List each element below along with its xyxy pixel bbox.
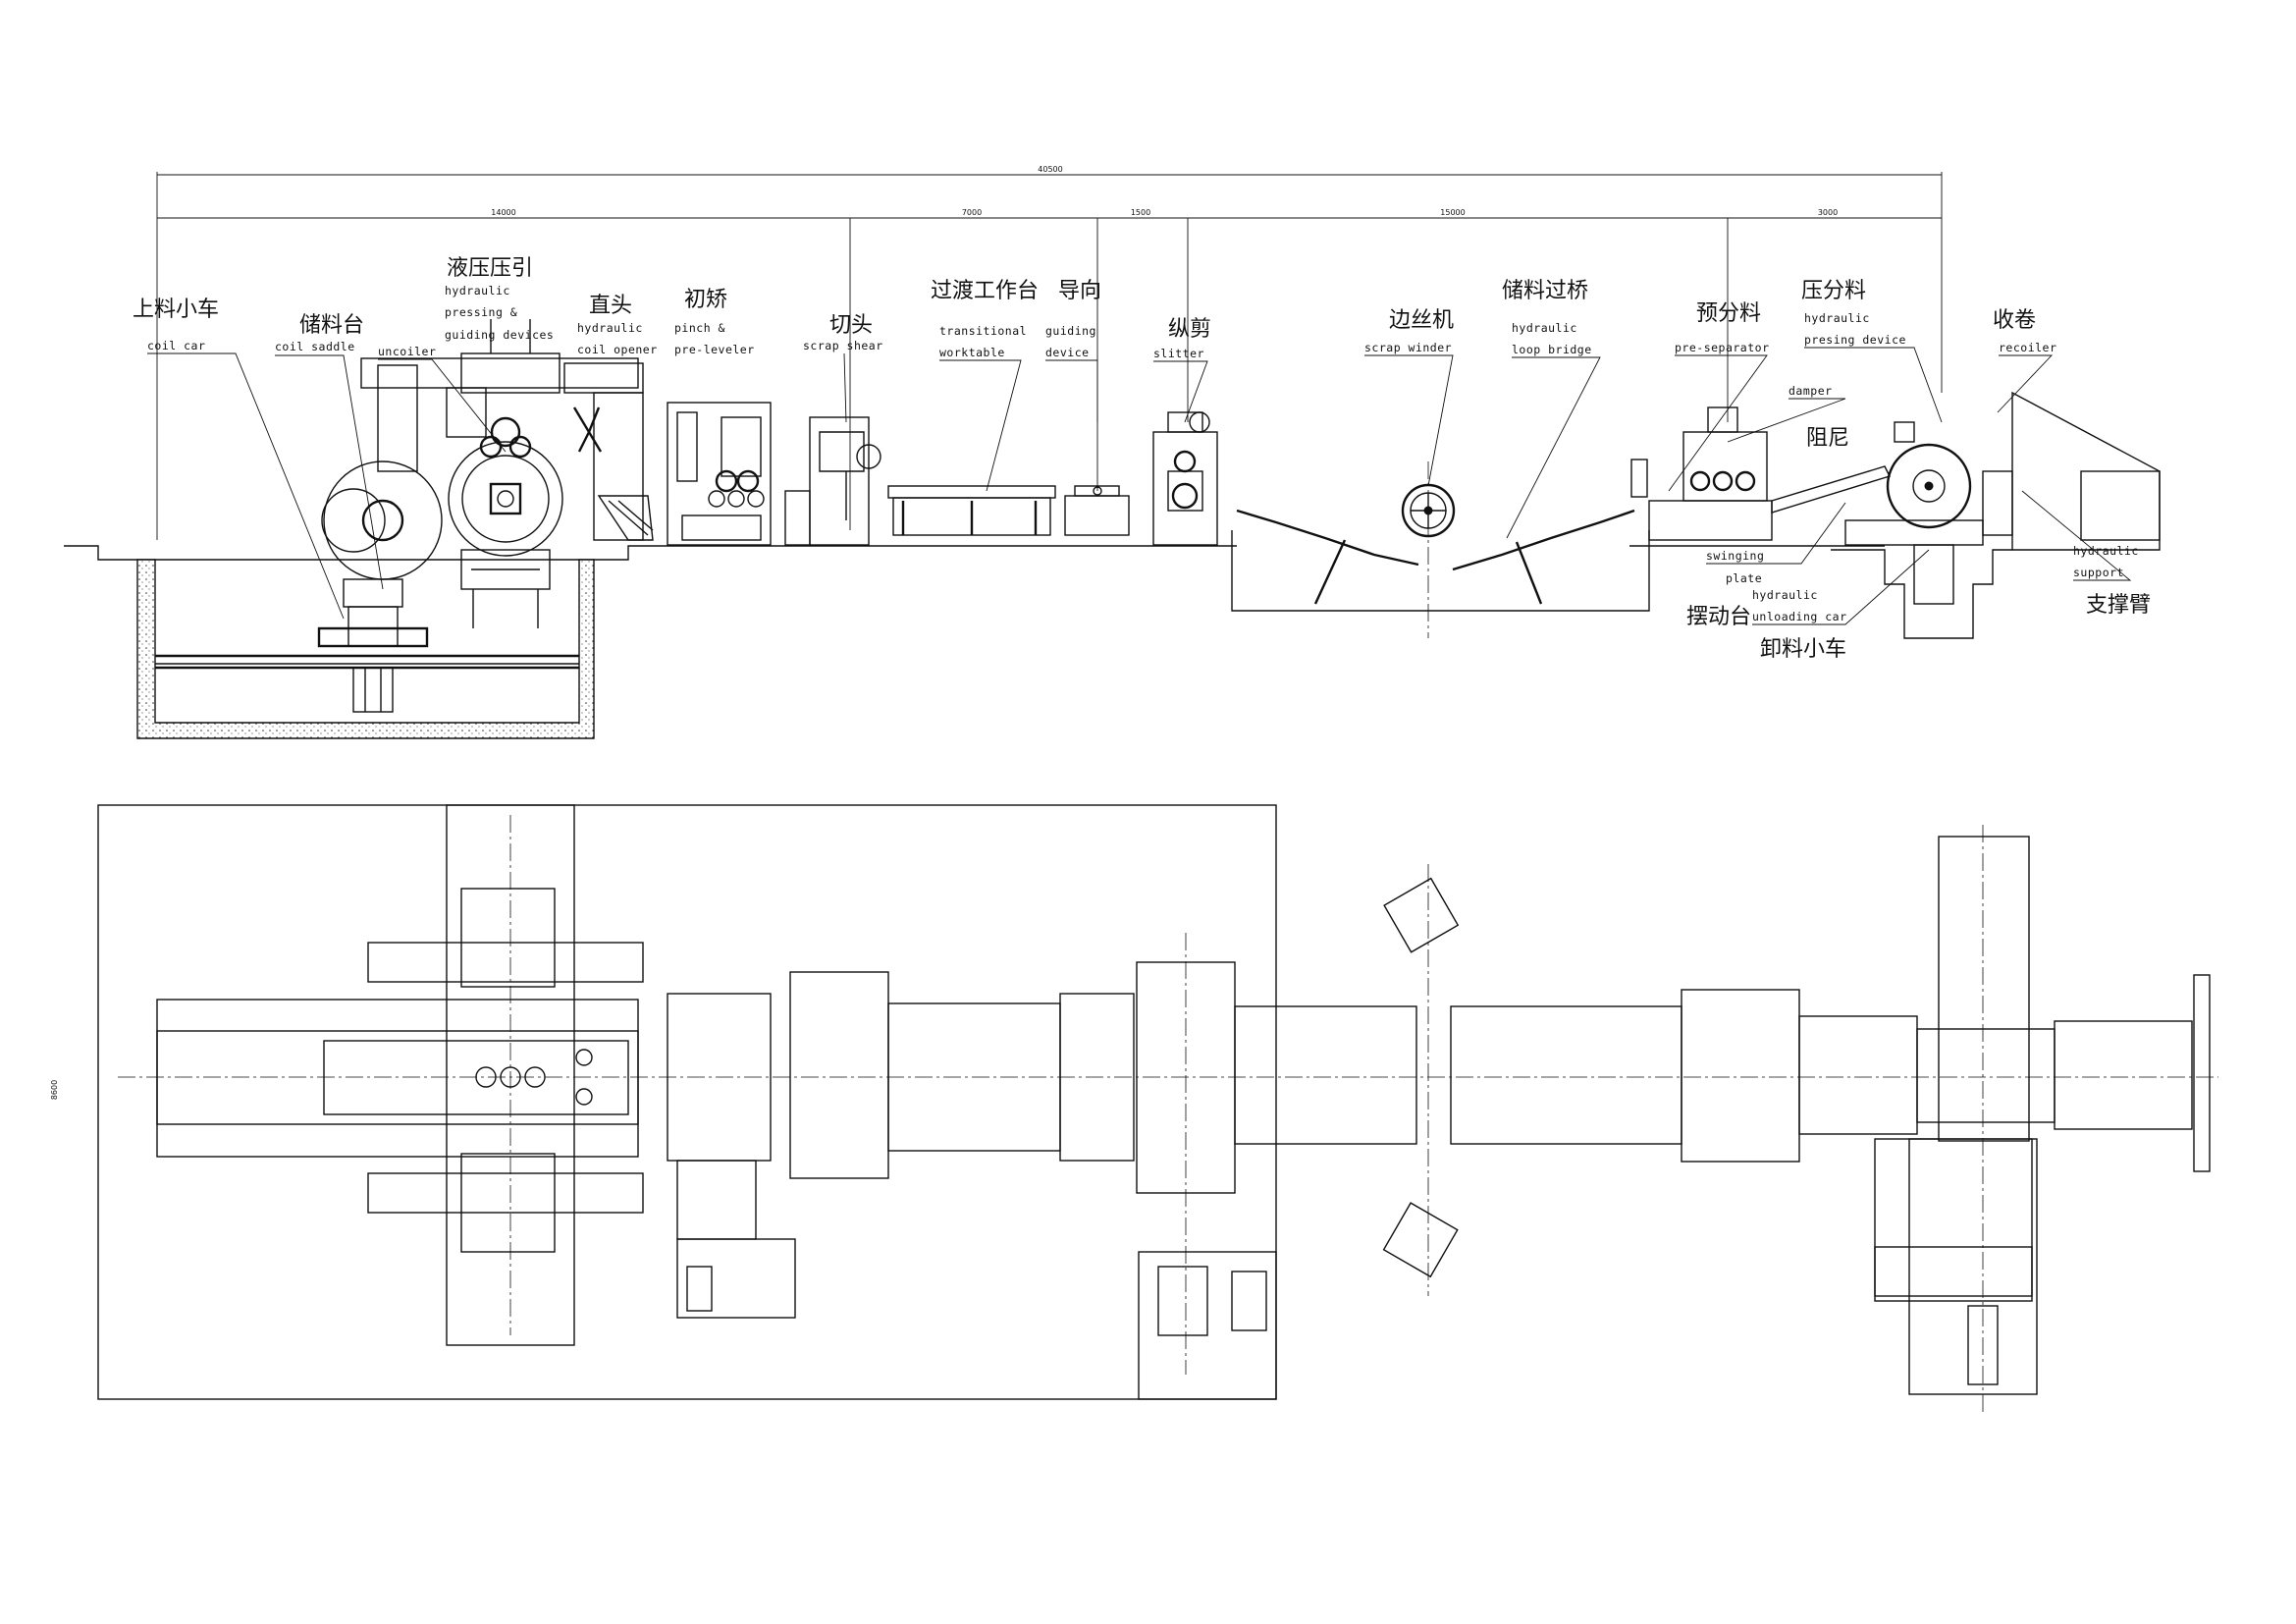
label-slitter-cn: 纵剪 <box>1168 317 1211 342</box>
label-guiding-device-en2: device <box>1045 346 1090 359</box>
plan-view <box>97 804 2218 1414</box>
label-coil-saddle-cn: 储料台 <box>299 313 364 338</box>
label-pinch-leveler-en2: pre-leveler <box>674 343 755 356</box>
dim-seg-3: 1500 <box>1131 208 1150 217</box>
label-coil-opener-en2: coil opener <box>577 343 658 356</box>
label-unloading-car-en1: hydraulic <box>1752 588 1818 602</box>
recoiler <box>1771 391 2161 639</box>
label-pressing-device-cn: 压分料 <box>1801 279 1866 303</box>
dim-seg-4: 15000 <box>1440 208 1465 217</box>
label-loop-bridge-cn: 储料过桥 <box>1502 279 1588 303</box>
label-support-arm-en1: hydraulic <box>2073 544 2139 558</box>
label-unloading-car-cn: 卸料小车 <box>1760 637 1846 662</box>
label-coil-car-en: coil car <box>147 339 205 352</box>
label-pinch-leveler-en1: pinch & <box>674 321 725 335</box>
dim-seg-1: 14000 <box>491 208 515 217</box>
label-guiding-device-en1: guiding <box>1045 324 1096 338</box>
label-recoiler-cn: 收卷 <box>1993 308 2036 333</box>
plan-uncoiler <box>156 804 644 1346</box>
coil-car <box>317 460 443 713</box>
label-hydraulic-pressing-en2: pressing & <box>445 305 517 319</box>
label-hydraulic-pressing-en1: hydraulic <box>445 284 510 298</box>
label-recoiler-en: recoiler <box>1999 341 2056 354</box>
dim-seg-5: 3000 <box>1818 208 1838 217</box>
label-coil-opener-cn: 直头 <box>589 294 632 318</box>
label-hydraulic-pressing-cn: 液压压引 <box>447 256 533 281</box>
dimension-lines: 40500 14000 7000 1500 15000 3000 8600 <box>50 165 1943 1100</box>
plan-loop-bridge-right <box>1450 1005 1682 1145</box>
label-pre-separator-en: pre-separator <box>1675 341 1770 354</box>
label-pre-separator-cn: 预分料 <box>1696 301 1761 326</box>
plan-loop-bridge-left <box>1234 1005 1417 1145</box>
label-loop-bridge-en2: loop bridge <box>1512 343 1592 356</box>
plan-pre-separator <box>1681 989 1800 1163</box>
label-swinging-plate-en1: swinging <box>1706 549 1764 563</box>
label-scrap-winder-en: scrap winder <box>1364 341 1452 354</box>
elevation-view <box>64 319 2161 739</box>
foundation-pit <box>136 559 595 739</box>
leader-lines <box>147 347 2132 625</box>
uncoiler <box>360 319 639 628</box>
transitional-worktable <box>887 485 1056 536</box>
elevation-labels: 上料小车 coil car 储料台 coil saddle uncoiler 液… <box>133 256 2151 662</box>
label-hydraulic-pressing-en3: guiding devices <box>445 328 554 342</box>
plan-slitter <box>1136 933 1277 1400</box>
label-coil-car-cn: 上料小车 <box>133 298 219 322</box>
label-transitional-table-en2: worktable <box>939 346 1005 359</box>
label-damper-en: damper <box>1789 384 1833 398</box>
label-swinging-plate-en2: plate <box>1726 571 1762 585</box>
scrap-shear <box>784 416 881 546</box>
pre-separator <box>1630 406 1773 541</box>
coil-opener <box>563 362 654 541</box>
dim-overall: 40500 <box>1038 165 1062 174</box>
loop-pit <box>1231 509 1650 612</box>
label-transitional-table-en1: transitional <box>939 324 1027 338</box>
label-guiding-device-cn: 导向 <box>1058 279 1101 303</box>
scrap-winder <box>1401 461 1456 638</box>
label-damper-cn: 阻尼 <box>1806 426 1849 451</box>
plan-pinch-leveler <box>667 993 796 1319</box>
label-support-arm-en2: support <box>2073 566 2124 579</box>
plan-scrap-winder-top <box>1383 877 1460 953</box>
label-loop-bridge-en1: hydraulic <box>1512 321 1577 335</box>
dim-seg-2: 7000 <box>962 208 982 217</box>
pinch-leveler <box>667 402 772 546</box>
label-support-arm-cn: 支撑臂 <box>2086 593 2151 618</box>
label-scrap-shear-cn: 切头 <box>829 313 873 338</box>
label-slitter-en: slitter <box>1153 347 1204 360</box>
plan-recoiler <box>1798 825 2211 1414</box>
label-pressing-device-en2: presing device <box>1804 333 1906 347</box>
label-transitional-table-cn: 过渡工作台 <box>931 279 1039 303</box>
label-unloading-car-en2: unloading car <box>1752 610 1847 623</box>
plan-scrap-shear <box>789 971 889 1179</box>
label-coil-saddle-en: coil saddle <box>275 340 355 353</box>
label-pinch-leveler-cn: 初矫 <box>684 288 727 312</box>
label-scrap-shear-en: scrap shear <box>803 339 883 352</box>
plan-guiding-device <box>1059 993 1135 1162</box>
label-swinging-plate-cn: 摆动台 <box>1686 605 1751 629</box>
label-scrap-winder-cn: 边丝机 <box>1389 308 1454 333</box>
label-uncoiler: uncoiler <box>378 345 436 358</box>
label-coil-opener-en1: hydraulic <box>577 321 643 335</box>
guiding-device <box>1064 485 1130 536</box>
dim-plan-width: 8600 <box>50 1080 59 1100</box>
label-pressing-device-en1: hydraulic <box>1804 311 1870 325</box>
plan-scrap-winder-bottom <box>1382 1202 1459 1278</box>
slitter <box>1152 411 1218 546</box>
